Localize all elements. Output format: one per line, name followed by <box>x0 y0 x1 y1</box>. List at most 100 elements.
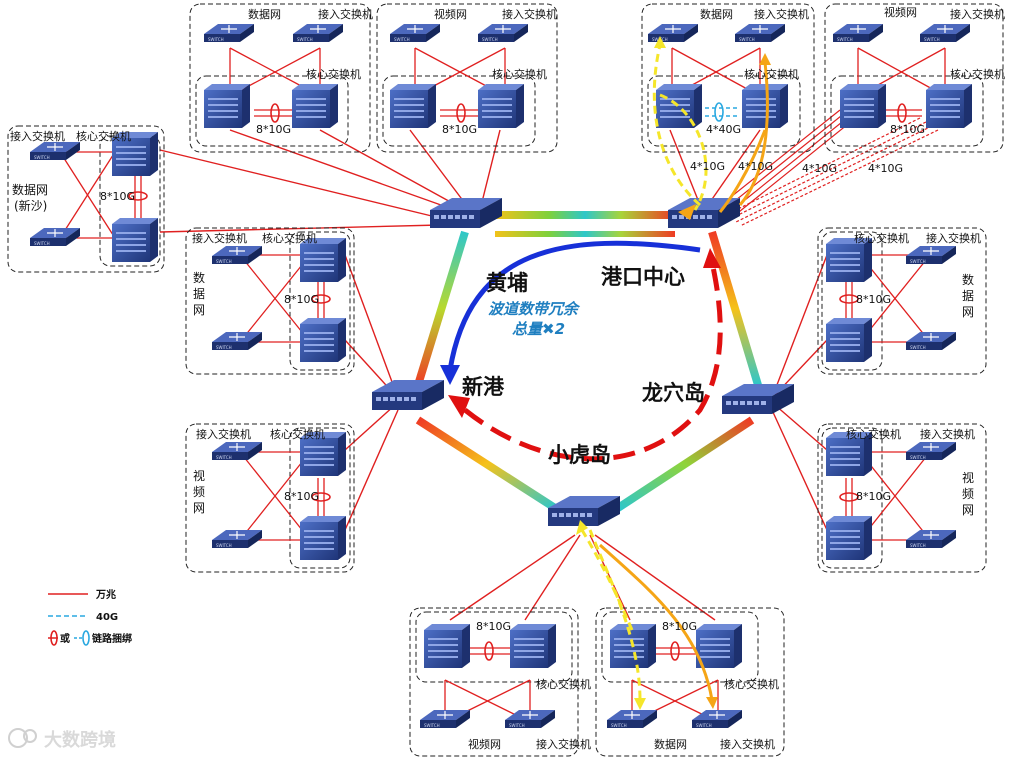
svg-text:SWITCH: SWITCH <box>208 37 224 42</box>
svg-text:SWITCH: SWITCH <box>509 723 525 728</box>
label-data-net-bottom: 数据网 <box>654 737 687 751</box>
watermark-text: 大数跨境 <box>44 729 116 751</box>
label-access-bottom-video: 接入交换机 <box>536 737 591 751</box>
label-left-video-v1: 视 <box>193 468 205 483</box>
core-switch-top-video-1 <box>390 84 436 128</box>
label-access-top-video: 接入交换机 <box>502 7 557 21</box>
label-video-net-tr: 视频网 <box>884 5 917 19</box>
label-right-data-v3: 网 <box>962 305 974 319</box>
core-switch-right-data-1 <box>826 238 872 282</box>
label-4x10g-1: 4*10G <box>690 160 725 173</box>
svg-text:SWITCH: SWITCH <box>837 37 853 42</box>
svg-text:SWITCH: SWITCH <box>216 543 232 548</box>
label-core-right-video: 核心交换机 <box>846 427 901 441</box>
label-bond-xinsha: 8*10G <box>100 190 135 203</box>
legend-bundle-blue <box>82 630 90 646</box>
label-core-xinsha: 核心交换机 <box>76 129 131 143</box>
core-switch-tr-video-1 <box>840 84 886 128</box>
label-left-data-v3: 网 <box>193 303 205 317</box>
link-40g-bond <box>698 107 740 117</box>
label-xinsha: (新沙) <box>14 198 47 213</box>
label-4x10g-4: 4*10G <box>868 162 903 175</box>
flow-arrow-yellow-top <box>652 44 701 207</box>
svg-text:SWITCH: SWITCH <box>216 259 232 264</box>
svg-text:SWITCH: SWITCH <box>739 37 755 42</box>
svg-text:SWITCH: SWITCH <box>482 37 498 42</box>
ring-node-gangkou-device <box>668 198 740 228</box>
svg-text:SWITCH: SWITCH <box>910 259 926 264</box>
label-access-right-data: 接入交换机 <box>926 231 981 245</box>
svg-text:SWITCH: SWITCH <box>297 37 313 42</box>
label-access-left-data: 接入交换机 <box>192 231 247 245</box>
arrowhead-blue <box>440 365 460 385</box>
ring-link-gangkou-longxuedao <box>708 230 762 387</box>
label-4x10g-2: 4*10G <box>738 160 773 173</box>
access-switch-left-video-1: SWITCH <box>212 442 262 460</box>
label-bond-top-data: 8*10G <box>256 123 291 136</box>
flow-arrow-yellow-bottom <box>588 529 642 701</box>
label-right-video-v1: 视 <box>962 470 974 485</box>
core-switch-bottom-video-2 <box>510 624 556 668</box>
svg-text:SWITCH: SWITCH <box>424 723 440 728</box>
svg-text:SWITCH: SWITCH <box>696 723 712 728</box>
label-access-tr-video: 接入交换机 <box>950 7 1005 21</box>
label-core-left-data: 核心交换机 <box>262 231 317 245</box>
access-switch-xinsha-1: SWITCH <box>30 142 80 160</box>
legend-bundle-red <box>50 630 58 646</box>
label-bond-right-video: 8*10G <box>856 490 891 503</box>
watermark-logo-icon <box>8 728 28 748</box>
label-data-net-tr: 数据网 <box>700 7 733 21</box>
svg-text:SWITCH: SWITCH <box>910 543 926 548</box>
ring-link-longxuedao-xiaohudao <box>615 416 755 512</box>
access-switch-xinsha-2: SWITCH <box>30 228 80 246</box>
node-label-xiaohudao: 小虎岛 <box>548 443 611 467</box>
ring-links <box>414 211 762 512</box>
core-switch-left-data-1 <box>300 238 346 282</box>
ring-note-line2: 总量✖2 <box>512 320 565 338</box>
label-right-data-v2: 据 <box>962 289 974 303</box>
ring-link-huangpu-gangkou-1 <box>495 211 675 219</box>
label-video-net-top: 视频网 <box>434 7 467 21</box>
flow-arrow-orange-top <box>738 61 769 206</box>
arrowhead-red-up <box>703 248 721 268</box>
svg-text:SWITCH: SWITCH <box>910 345 926 350</box>
arrowhead-red-left <box>448 395 470 418</box>
core-switch-bottom-video-1 <box>424 624 470 668</box>
ring-node-xiaohudao-device <box>548 496 620 526</box>
label-bond-left-data: 8*10G <box>284 293 319 306</box>
label-4x10g-3: 4*10G <box>802 162 837 175</box>
node-label-xingang: 新港 <box>462 375 505 399</box>
label-bond-bottom-data: 8*10G <box>662 620 697 633</box>
access-switch-bottom-video-2: SWITCH <box>505 710 555 728</box>
core-switch-bottom-data-2 <box>696 624 742 668</box>
label-left-video-v3: 网 <box>193 501 205 515</box>
legend-label-40g: 40G <box>96 612 118 623</box>
access-switch-right-video-2: SWITCH <box>906 530 956 548</box>
legend: 万兆 40G 或 链路捆绑 <box>48 588 132 646</box>
label-core-top-video: 核心交换机 <box>492 67 547 81</box>
svg-text:SWITCH: SWITCH <box>34 155 50 160</box>
core-switch-top-data-2 <box>292 84 338 128</box>
label-core-bottom-data: 核心交换机 <box>724 677 779 691</box>
svg-text:SWITCH: SWITCH <box>216 455 232 460</box>
access-switch-tr-video-2: SWITCH <box>920 24 970 42</box>
label-bond-left-video: 8*10G <box>284 490 319 503</box>
flow-arrow-orange-bottom <box>598 543 714 701</box>
access-switch-tr-data-1: SWITCH <box>648 24 698 42</box>
access-switch-top-data-2: SWITCH <box>293 24 343 42</box>
core-switch-right-video-1 <box>826 432 872 476</box>
access-switch-right-data-1: SWITCH <box>906 246 956 264</box>
label-core-tr-video: 核心交换机 <box>950 67 1005 81</box>
label-right-video-v3: 网 <box>962 503 974 517</box>
access-switch-tr-video-1: SWITCH <box>833 24 883 42</box>
bundle-markers <box>128 102 907 661</box>
core-switch-left-video-2 <box>300 516 346 560</box>
label-access-top-data: 接入交换机 <box>318 7 373 21</box>
legend-label-bundle: 链路捆绑 <box>91 632 132 645</box>
label-bond-tr-video: 8*10G <box>890 123 925 136</box>
access-switch-bottom-video-1: SWITCH <box>420 710 470 728</box>
label-bond-tr-data: 4*40G <box>706 123 741 136</box>
label-core-left-video: 核心交换机 <box>270 427 325 441</box>
label-video-net-bottom: 视频网 <box>468 737 501 751</box>
